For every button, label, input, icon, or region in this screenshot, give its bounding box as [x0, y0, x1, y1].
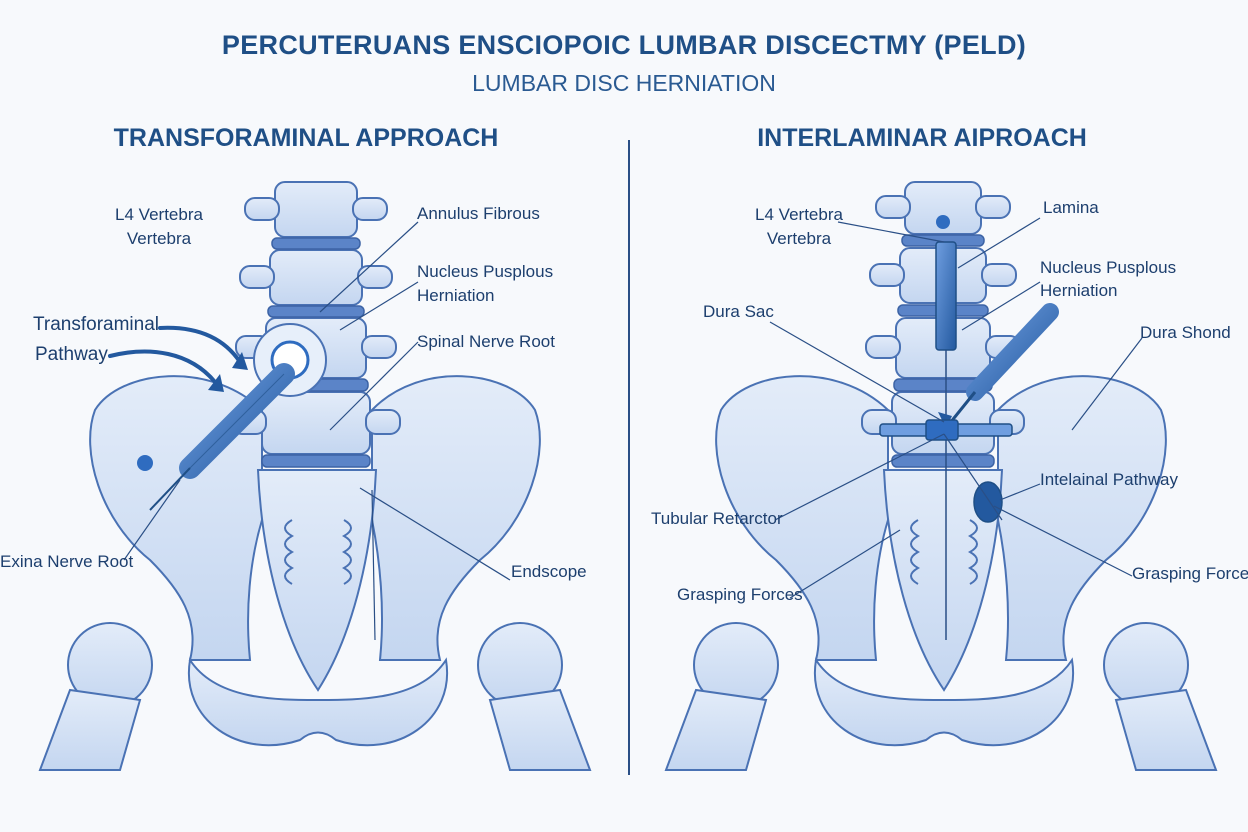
left-label-pathway: Pathway	[35, 344, 108, 365]
right-femur-r	[1114, 688, 1218, 771]
left-femur-r	[488, 688, 592, 771]
left-process-1r	[352, 197, 388, 221]
right-label-l4-vertebra: L4 Vertebra	[755, 205, 843, 224]
left-process-3r	[361, 335, 397, 359]
left-foramina	[284, 519, 352, 585]
left-vertebra-1	[274, 181, 358, 238]
right-process-2l	[869, 263, 905, 287]
right-sacrum	[882, 469, 1004, 692]
right-leader-lines	[769, 217, 1143, 599]
left-label-nucleus-pusplous: Nucleus Pusplous	[417, 262, 554, 281]
right-disc-4	[891, 454, 995, 468]
right-iliac-wing-l	[715, 375, 889, 661]
left-label-transforaminal: Transforaminal	[33, 314, 160, 335]
right-label-grasping-forces-right: Grasping Forces	[1132, 564, 1248, 583]
right-label-grasping-forces-left: Grasping Forces	[677, 585, 803, 604]
right-label-intelainal-pathway: Intelainal Pathway	[1040, 470, 1178, 489]
left-endoscope	[149, 363, 295, 511]
left-iliac-marker	[137, 455, 153, 471]
right-femur-l	[664, 688, 768, 771]
left-process-4r	[365, 409, 401, 435]
left-panel-title: TRANSFORAMINAL APPROACH	[113, 124, 499, 152]
left-sacrum	[256, 469, 378, 692]
left-pubic-arch	[187, 657, 449, 747]
left-process-1l	[244, 197, 280, 221]
right-anatomy	[664, 181, 1218, 771]
right-top-marker	[936, 215, 950, 229]
left-iliac-wing-r	[371, 375, 541, 661]
right-label-nucleus-pusplous: Nucleus Pusplous	[1040, 258, 1177, 277]
right-pubic-arch	[813, 657, 1075, 747]
left-vertebra-4	[261, 391, 371, 455]
right-label-dura-sac: Dura Sac	[703, 302, 774, 321]
right-process-1r	[975, 195, 1011, 219]
left-disc-1	[271, 237, 361, 250]
right-label-tubular-retarctor: Tubular Retarctor	[651, 509, 783, 528]
left-label-vertebra: Vertebra	[126, 229, 192, 248]
right-horizontal-instrument	[879, 419, 1013, 441]
left-process-2l	[239, 265, 275, 289]
right-foramina	[910, 519, 978, 585]
left-label-exina-nerve-root: Exina Nerve Root	[0, 552, 134, 571]
right-label-lamina: Lamina	[1043, 198, 1099, 217]
subtitle: LUMBAR DISC HERNIATION	[472, 70, 776, 96]
left-disc-2	[267, 305, 365, 318]
left-label-endscope: Endscope	[511, 562, 587, 581]
left-disc-4	[261, 454, 371, 468]
left-process-2r	[357, 265, 393, 289]
right-herniation	[973, 481, 1003, 523]
left-anatomy	[38, 181, 592, 771]
left-pathway-arrows	[108, 325, 248, 392]
left-label-annulus-fibrous: Annulus Fibrous	[417, 204, 540, 223]
left-vertebra-2	[269, 249, 363, 306]
right-label-vertebra: Vertebra	[766, 229, 832, 248]
left-label-herniation: Herniation	[417, 286, 495, 305]
right-label-herniation: Herniation	[1040, 281, 1118, 300]
left-femur-l	[38, 688, 142, 771]
left-label-spinal-nerve-root: Spinal Nerve Root	[417, 332, 555, 351]
main-title: PERCUTERUANS ENSCIOPOIC LUMBAR DISCECTMY…	[221, 30, 1027, 60]
right-tubular-retractor	[935, 241, 957, 640]
right-panel-title: INTERLAMINAR AIPROACH	[757, 124, 1087, 152]
right-process-2r	[981, 263, 1017, 287]
right-process-1l	[875, 195, 911, 219]
left-leader-lines	[123, 221, 511, 641]
right-process-3l	[865, 335, 901, 359]
right-label-dura-shond: Dura Shond	[1140, 323, 1231, 342]
left-label-l4-vertebra: L4 Vertebra	[115, 205, 203, 224]
